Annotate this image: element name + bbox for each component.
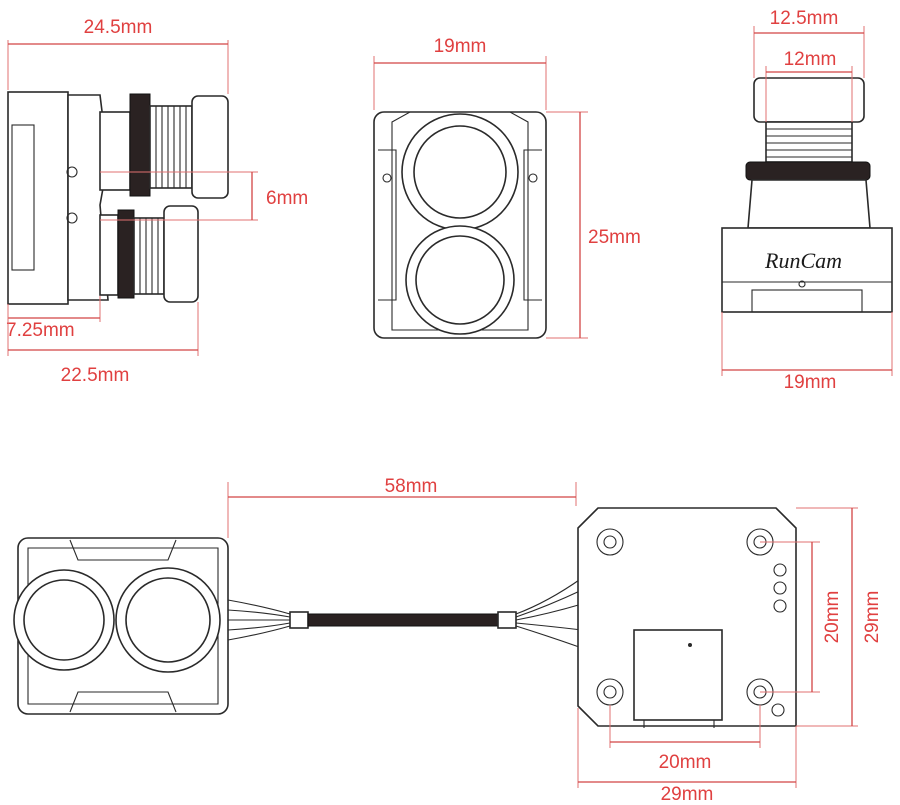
- side-lower-lens-nut: [117, 209, 135, 299]
- side-lower-lens-cap: [163, 205, 199, 303]
- side-lower-thread-lines: [139, 218, 159, 294]
- side-lower-lens-thread: [133, 217, 165, 295]
- top-view: RunCam 12.5mm 12mm 19mm: [721, 8, 893, 393]
- side-screw-hole-top: [66, 166, 78, 178]
- assembly-left-lens: [23, 579, 105, 661]
- front-height-label: 25mm: [588, 227, 641, 248]
- front-view: 19mm 25mm: [373, 36, 641, 339]
- top-inner-width-label: 12mm: [784, 49, 837, 70]
- board-pad-3: [773, 599, 787, 613]
- top-lens-thread: [765, 121, 853, 163]
- top-lens-mount: [747, 179, 871, 229]
- side-view: 24.5mm 6mm 7.25mm 22.5mm: [6, 17, 308, 386]
- side-bottom-width-label: 22.5mm: [61, 365, 130, 386]
- side-bracket: [67, 94, 109, 301]
- cable-sleeve-left: [289, 611, 309, 629]
- cable-length-label: 58mm: [385, 476, 438, 497]
- front-face-inner: [391, 111, 529, 331]
- top-lens-cap: [753, 77, 865, 123]
- side-body-panel: [11, 124, 35, 271]
- top-lens-nut: [745, 161, 871, 181]
- front-width-label: 19mm: [434, 36, 487, 57]
- cable-sleeve-right: [497, 611, 517, 629]
- side-screw-hole-bottom: [66, 212, 78, 224]
- top-outer-width-label: 12.5mm: [770, 8, 839, 29]
- top-body-width-label: 19mm: [784, 372, 837, 393]
- side-lens-offset-label: 6mm: [266, 188, 308, 209]
- cable-body: [307, 613, 499, 627]
- board-pad-4: [771, 703, 785, 717]
- circuit-board: [577, 507, 797, 727]
- board-hole-width-label: 20mm: [659, 752, 712, 773]
- front-upper-lens: [413, 125, 507, 219]
- top-body: [721, 227, 893, 313]
- board-hole-top-left: [596, 528, 624, 556]
- runcam-logo: RunCam: [764, 248, 842, 273]
- assembly-right-lens: [125, 577, 211, 663]
- board-pad-2: [773, 581, 787, 595]
- ribbon-cable: [227, 577, 583, 649]
- side-upper-lens-cap: [191, 95, 229, 199]
- side-upper-thread-lines: [155, 106, 187, 188]
- side-upper-lens-nut: [129, 93, 151, 197]
- front-lower-lens: [415, 235, 505, 325]
- board-height-label: 29mm: [862, 591, 883, 644]
- assembly-view: 58mm 20mm 29mm 20mm 29mm: [13, 476, 883, 805]
- side-top-width-label: 24.5mm: [84, 17, 153, 38]
- board-chip: [633, 629, 723, 721]
- board-pad-1: [773, 563, 787, 577]
- side-lens-depth-label: 7.25mm: [6, 320, 75, 341]
- side-upper-lens-mount: [99, 111, 131, 191]
- top-thread-lines: [766, 128, 852, 158]
- side-body: [7, 91, 69, 305]
- board-hole-height-label: 20mm: [822, 591, 843, 644]
- board-width-label: 29mm: [661, 784, 714, 805]
- side-lower-lens-mount: [99, 214, 119, 296]
